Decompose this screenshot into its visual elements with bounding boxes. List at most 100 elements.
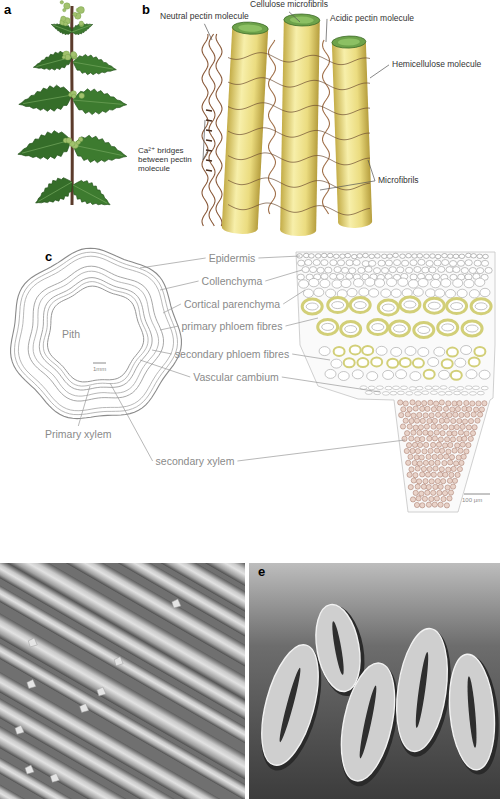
flower-cluster — [62, 56, 65, 59]
epidermis-cell — [357, 254, 363, 258]
phloem-cell — [424, 370, 435, 379]
fibre-lumen — [332, 302, 344, 309]
leaf-blade — [72, 87, 128, 117]
xylem-cell — [454, 461, 459, 466]
collenchyma-cell — [313, 260, 320, 266]
collenchyma-cell — [298, 260, 305, 266]
xylem-cell — [445, 485, 450, 490]
phloem-cell — [413, 359, 424, 368]
xylem-cell — [414, 418, 419, 423]
phloem-cell — [383, 370, 394, 379]
calcium-bridge — [206, 140, 212, 141]
xylem-cell — [431, 424, 436, 429]
phloem-fibre — [328, 298, 348, 313]
xylem-cell — [420, 418, 425, 423]
collenchyma-cell — [425, 274, 432, 280]
xylem-cell — [413, 490, 418, 495]
cambium-cell — [445, 391, 452, 395]
leader-line — [204, 24, 212, 40]
flower-cluster — [65, 54, 71, 60]
epidermis-cell — [477, 254, 483, 258]
phloem-fibre — [462, 321, 482, 336]
cambium-cell — [406, 392, 413, 396]
xylem-cell — [449, 472, 454, 477]
scale-label: 1mm — [93, 366, 106, 373]
xylem-cell — [418, 425, 423, 430]
xylem-cell — [438, 437, 443, 442]
xylem-cell — [452, 431, 457, 436]
xylem-cell — [437, 424, 442, 429]
xylem-cell — [416, 401, 421, 406]
section-lumen — [466, 676, 479, 748]
xylem-cell — [466, 425, 471, 430]
collenchyma-cell — [446, 267, 453, 273]
phloem-fibre — [400, 297, 420, 312]
xylem-cell — [436, 442, 441, 447]
fibre-lumen — [451, 303, 463, 310]
xylem-cell — [422, 449, 427, 454]
phloem-cell — [387, 359, 398, 368]
xylem-cell — [446, 401, 451, 406]
debris-flake — [114, 657, 123, 666]
collenchyma-cell — [325, 267, 332, 273]
xylem-cell — [415, 466, 420, 471]
fibre-lumen — [404, 301, 416, 308]
xylem-cell — [426, 485, 431, 490]
collenchyma-cell — [302, 267, 309, 273]
fibre-lumen — [306, 303, 318, 310]
part-label: Acidic pectin molecule — [330, 14, 414, 24]
xylem-cell — [460, 424, 465, 429]
leaf-midrib — [53, 25, 72, 32]
xylem-cell — [413, 473, 418, 478]
xylem-cell — [439, 400, 444, 405]
xylem-cell — [425, 406, 430, 411]
xylem-cell — [401, 407, 406, 412]
parenchyma-cell — [332, 280, 342, 288]
epidermis-cell — [327, 253, 333, 257]
collenchyma-cell — [442, 260, 449, 266]
leaf-midrib — [39, 182, 72, 201]
xylem-cell — [429, 460, 434, 465]
fibre — [0, 691, 245, 799]
cambium-cell — [432, 386, 439, 390]
scale-label: 100 µm — [462, 497, 482, 504]
neutral-pectin — [216, 34, 222, 226]
phloem-cell — [350, 345, 361, 354]
phloem-cell — [325, 369, 336, 378]
leader-line — [163, 304, 181, 313]
xylem-cell — [407, 424, 412, 429]
collenchyma-cell — [457, 260, 464, 266]
section-lumen — [277, 667, 303, 743]
xylem-cell — [405, 412, 410, 417]
part-label: Ca²⁺ bridges between pectin molecule — [138, 146, 200, 174]
cambium-cell — [430, 391, 437, 395]
cambium-cell — [390, 391, 397, 395]
leader-line — [289, 12, 300, 22]
microfibril-end — [284, 14, 320, 27]
leader-line — [265, 270, 302, 281]
epidermis-cell — [424, 254, 430, 258]
section-lumen — [330, 621, 346, 676]
collenchyma-cell — [385, 260, 392, 266]
tissue-ring — [28, 266, 163, 401]
epidermis-cell — [448, 254, 454, 258]
section-wall — [445, 652, 499, 771]
hemicellulose-molecules — [228, 53, 370, 215]
flower-cluster — [64, 22, 68, 26]
cambium-cell — [382, 392, 389, 396]
hemicellulose — [228, 78, 370, 90]
xylem-cell — [422, 401, 427, 406]
collenchyma-cell — [402, 260, 409, 266]
xylem-cell — [450, 407, 455, 412]
xylem-cell — [442, 412, 447, 417]
flower-cluster — [76, 140, 80, 144]
tissue-outline — [296, 252, 495, 512]
phloem-fibre — [424, 298, 444, 313]
cambium-cell — [465, 386, 472, 390]
epidermis-cell — [340, 254, 346, 258]
xylem-cell — [455, 443, 460, 448]
leaf-blade — [70, 132, 129, 170]
collenchyma-cell — [433, 274, 440, 280]
flower-cluster — [78, 7, 85, 14]
part-label: Microfibrils — [378, 176, 419, 186]
